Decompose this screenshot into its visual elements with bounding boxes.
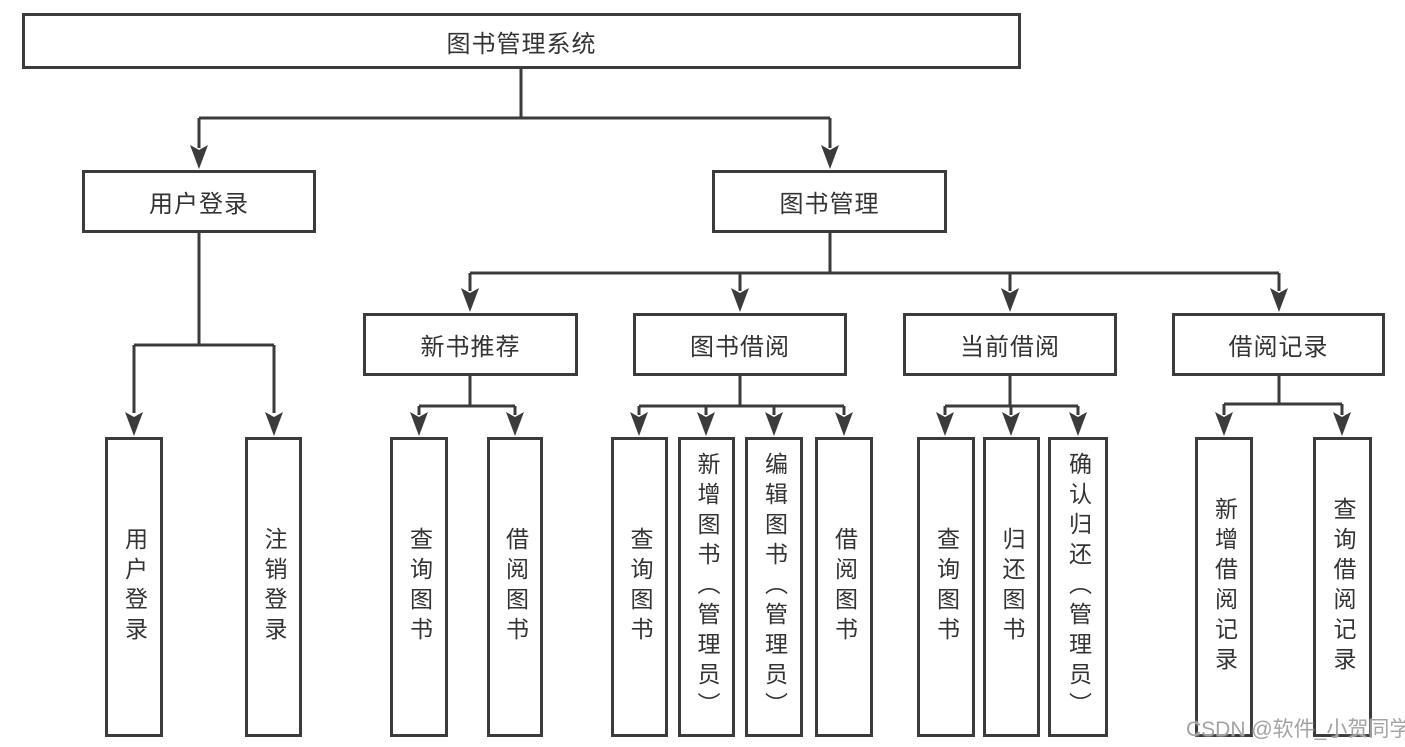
node-user-login: 用户登录 [82, 170, 316, 233]
leaf-newbook-borrow: 借阅图书 [487, 437, 543, 737]
leaf-borrow-book: 借阅图书 [815, 437, 873, 737]
node-book-management-label: 图书管理 [779, 191, 880, 218]
leaf-current-return-label: 归还图书 [999, 527, 1025, 647]
csdn-watermark: CSDN @软件_小贺同学 [1186, 718, 1405, 741]
leaf-borrow-book-label: 借阅图书 [831, 527, 858, 647]
leaf-logout-label: 注销登录 [261, 527, 287, 647]
leaf-borrow-edit-admin-label: 编辑图书（管理员） [761, 452, 788, 722]
leaf-borrow-add-admin: 新增图书（管理员） [678, 437, 735, 737]
node-root-label: 图书管理系统 [446, 30, 597, 58]
node-new-book-recommend: 新书推荐 [363, 313, 578, 376]
leaf-current-query-label: 查询图书 [933, 527, 960, 647]
node-book-borrow-label: 图书借阅 [690, 334, 790, 361]
leaf-logout: 注销登录 [245, 437, 302, 737]
leaf-current-return: 归还图书 [983, 437, 1040, 737]
node-root-system: 图书管理系统 [22, 13, 1021, 69]
leaf-record-add: 新增借阅记录 [1195, 437, 1253, 737]
leaf-current-confirm-admin-label: 确认归还（管理员） [1065, 452, 1092, 722]
leaf-borrow-edit-admin: 编辑图书（管理员） [745, 437, 803, 737]
leaf-borrow-add-admin-label: 新增图书（管理员） [694, 452, 720, 722]
node-borrow-records: 借阅记录 [1172, 313, 1385, 376]
leaf-newbook-query: 查询图书 [390, 437, 448, 737]
leaf-user-login: 用户登录 [105, 437, 163, 737]
leaf-record-query-label: 查询借阅记录 [1330, 497, 1356, 677]
leaf-user-login-label: 用户登录 [121, 527, 148, 647]
leaf-newbook-query-label: 查询图书 [406, 527, 433, 647]
leaf-record-add-label: 新增借阅记录 [1211, 497, 1238, 677]
node-new-book-recommend-label: 新书推荐 [420, 334, 521, 361]
leaf-current-confirm-admin: 确认归还（管理员） [1048, 437, 1108, 737]
leaf-newbook-borrow-label: 借阅图书 [502, 527, 529, 647]
leaf-record-query: 查询借阅记录 [1313, 437, 1372, 737]
node-book-borrow: 图书借阅 [633, 313, 847, 376]
leaf-current-query: 查询图书 [917, 437, 975, 737]
leaf-borrow-query: 查询图书 [611, 437, 668, 737]
node-current-borrow: 当前借阅 [903, 313, 1117, 376]
node-borrow-records-label: 借阅记录 [1228, 334, 1329, 361]
node-book-management: 图书管理 [712, 170, 947, 233]
leaf-borrow-query-label: 查询图书 [627, 527, 653, 647]
node-current-borrow-label: 当前借阅 [960, 334, 1060, 361]
node-user-login-label: 用户登录 [149, 191, 249, 218]
